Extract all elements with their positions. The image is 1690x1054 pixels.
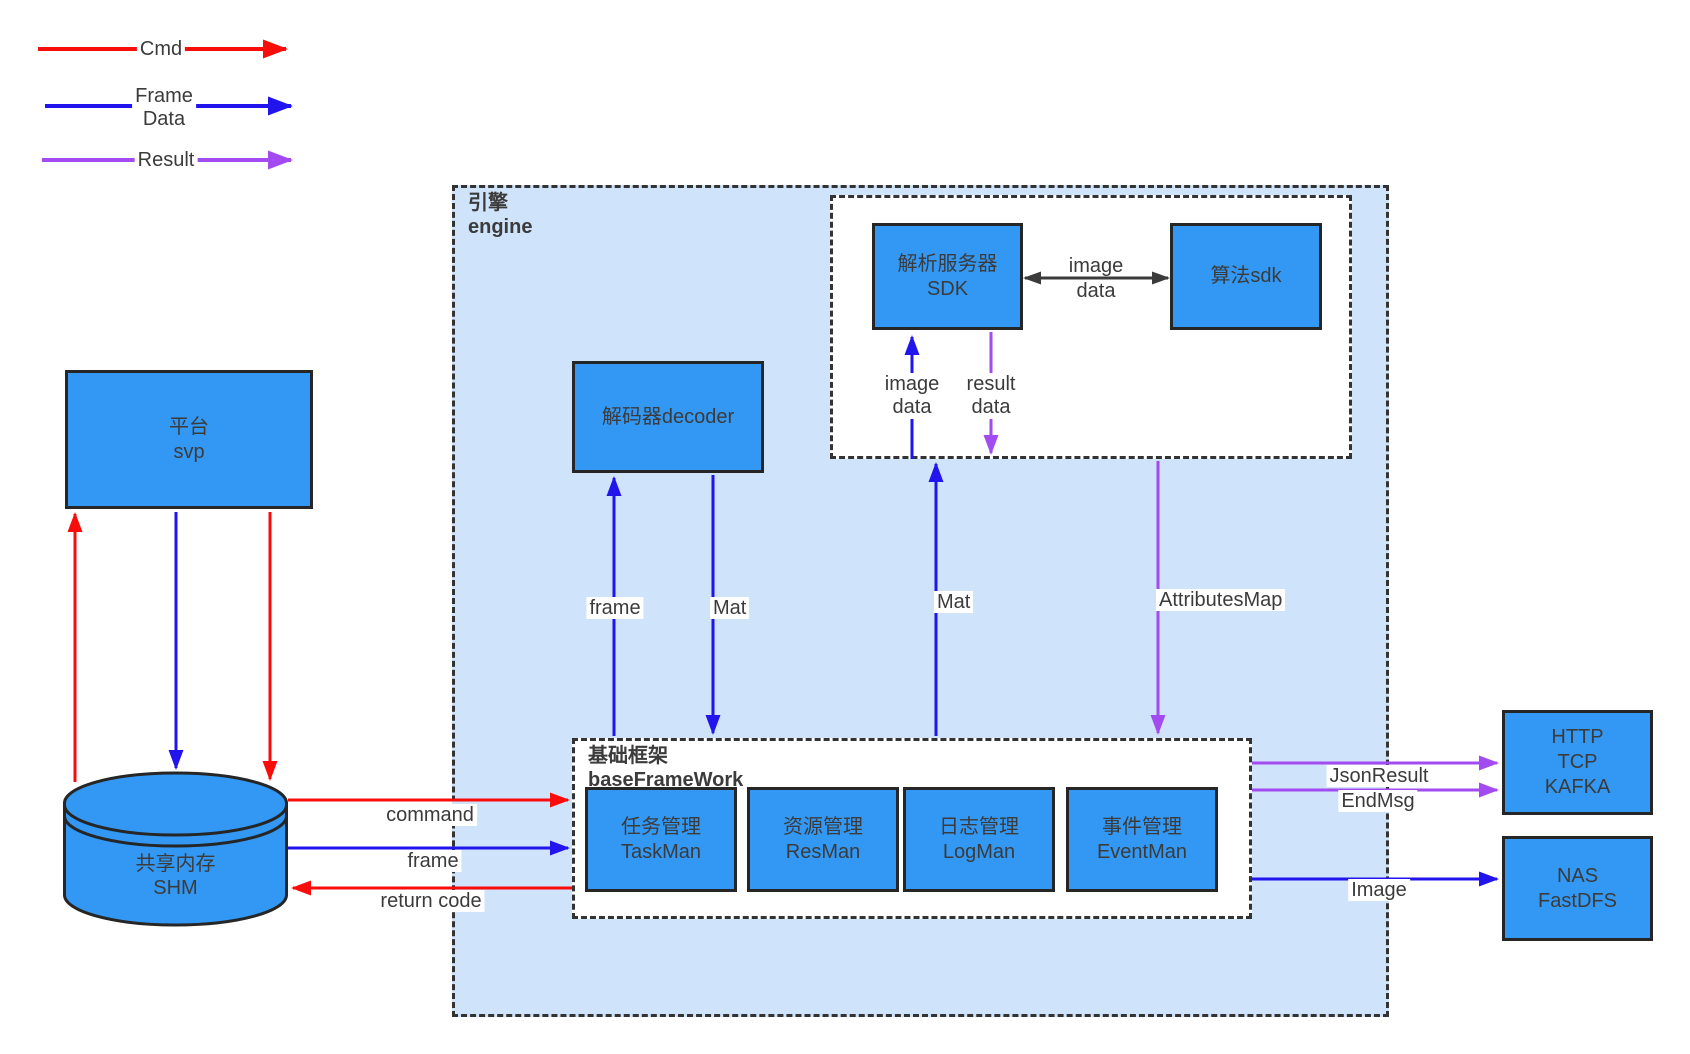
node-shm-label-zh: 共享内存 <box>135 853 216 875</box>
frame-up-arrow-label: frame <box>586 597 644 619</box>
legend-frame-label-line1: Frame <box>135 85 193 107</box>
node-decoder: 解码器decoder <box>572 361 764 473</box>
node-parse-sdk-label-zh: 解析服务器 <box>897 252 998 275</box>
legend-frame-data-label: Frame Data <box>132 85 196 131</box>
node-http-tcp-kafka: HTTP TCP KAFKA <box>1502 710 1653 815</box>
frame-in-arrow-label: frame <box>404 850 462 872</box>
node-taskman-label-zh: 任务管理 <box>621 815 701 838</box>
engine-label-en: engine <box>468 216 533 238</box>
legend-frame-label-line2: Data <box>142 108 186 130</box>
shm-cylinder-ring-1 <box>63 804 288 837</box>
command-arrow-label: command <box>383 804 477 826</box>
node-svp: 平台 svp <box>65 370 313 509</box>
engine-container-label: 引擎 engine <box>468 191 532 239</box>
node-svp-label-zh: 平台 <box>169 415 209 438</box>
node-nas-label-1: NAS <box>1556 864 1599 887</box>
legend-result-label: Result <box>134 149 198 171</box>
node-logman: 日志管理 LogMan <box>903 787 1055 892</box>
result-data-label-line1: result <box>966 373 1016 395</box>
shm-cylinder-ring-2 <box>63 815 288 848</box>
baseframework-label-en: baseFrameWork <box>588 769 744 791</box>
node-parse-sdk: 解析服务器 SDK <box>872 223 1023 330</box>
node-shm-label: 共享内存 SHM <box>63 852 288 900</box>
node-http-label-1: HTTP <box>1551 726 1604 748</box>
baseframework-label-zh: 基础框架 <box>588 745 668 767</box>
node-nas-label-2: FastDFS <box>1538 889 1617 912</box>
image-data-up-label: image data <box>881 373 943 419</box>
node-eventman-label-zh: 事件管理 <box>1102 815 1182 838</box>
image-data-top-label-line2: data <box>1076 280 1116 302</box>
node-logman-label-en: LogMan <box>942 840 1016 863</box>
legend-cmd-label: Cmd <box>136 38 186 60</box>
node-eventman: 事件管理 EventMan <box>1066 787 1218 892</box>
node-parse-sdk-label-en: SDK <box>926 277 969 300</box>
attributesmap-arrow-label: AttributesMap <box>1156 589 1286 611</box>
node-svp-label-en: svp <box>173 440 205 463</box>
image-out-arrow-label: Image <box>1348 879 1410 901</box>
node-resman-label-en: ResMan <box>785 840 861 863</box>
image-data-up-label-line1: image <box>884 373 940 395</box>
node-nas-fastdfs: NAS FastDFS <box>1502 836 1653 941</box>
node-eventman-label-en: EventMan <box>1096 840 1188 863</box>
node-http-label-2: TCP <box>1557 751 1598 773</box>
node-taskman-label-en: TaskMan <box>620 840 702 863</box>
node-taskman: 任务管理 TaskMan <box>585 787 737 892</box>
node-resman-label-zh: 资源管理 <box>783 815 863 838</box>
engine-label-zh: 引擎 <box>468 192 508 214</box>
node-shm-label-en: SHM <box>153 877 198 899</box>
node-resman: 资源管理 ResMan <box>747 787 899 892</box>
node-algo-sdk: 算法sdk <box>1170 223 1322 330</box>
shm-cylinder <box>63 771 288 927</box>
mat-up-arrow-label: Mat <box>934 591 974 613</box>
node-http-label-3: KAFKA <box>1544 776 1611 798</box>
jsonresult-arrow-label: JsonResult <box>1326 765 1432 787</box>
image-data-top-label-line1: image <box>1068 255 1124 277</box>
result-data-down-label: result data <box>963 373 1019 419</box>
result-data-label-line2: data <box>971 396 1011 418</box>
node-algo-sdk-label: 算法sdk <box>1210 265 1282 287</box>
node-decoder-label: 解码器decoder <box>601 405 735 428</box>
return-code-arrow-label: return code <box>377 890 485 912</box>
baseframework-label: 基础框架 baseFrameWork <box>588 744 743 792</box>
mat-down-arrow-label: Mat <box>710 597 750 619</box>
image-data-up-label-line2: data <box>892 396 932 418</box>
node-logman-label-zh: 日志管理 <box>939 815 1019 838</box>
image-data-top-label: image data <box>1066 254 1126 304</box>
endmsg-arrow-label: EndMsg <box>1338 790 1418 812</box>
